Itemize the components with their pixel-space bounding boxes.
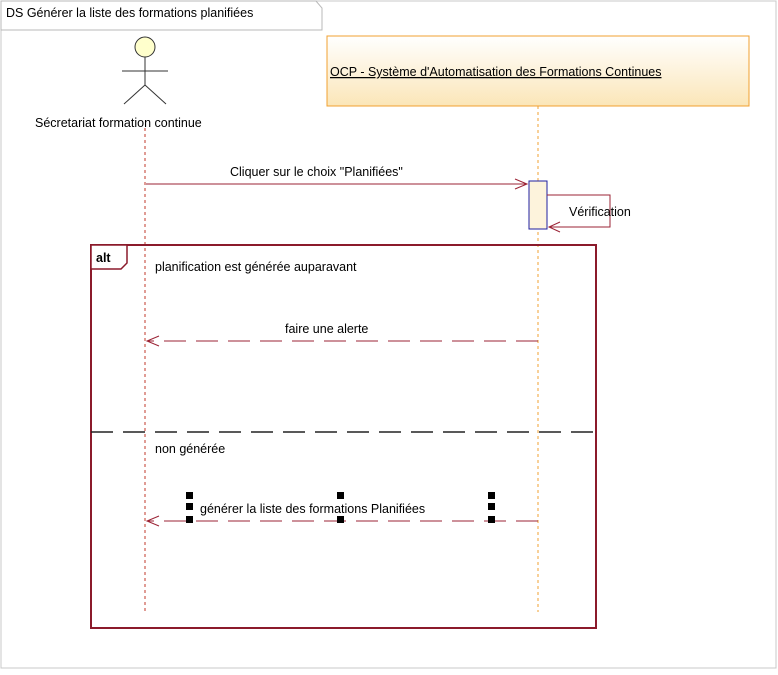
self-message-label: Vérification [569,205,631,219]
alt-operator-label: alt [96,251,111,265]
message-alert-label: faire une alerte [285,322,368,336]
diagram-title-tab [0,0,323,31]
actor-secretariat[interactable] [122,36,168,105]
alt-operator-tab [90,244,128,270]
message-1-label: Cliquer sur le choix "Planifiées" [230,165,403,179]
system-lifeline-header[interactable]: OCP - Système d'Automatisation des Forma… [326,35,750,107]
guard-1-label: planification est générée auparavant [155,260,357,274]
guard-2-label: non générée [155,442,225,456]
alt-fragment[interactable] [90,244,597,629]
message-list-label: générer la liste des formations Planifié… [200,502,425,516]
system-activation-bar[interactable] [528,180,548,230]
diagram-title: DS Générer la liste des formations plani… [6,6,253,20]
system-label: OCP - Système d'Automatisation des Forma… [330,65,661,79]
message-faire-alerte[interactable] [145,335,538,347]
self-message-verification[interactable] [547,194,611,233]
message-cliquer-planifiees[interactable] [146,178,529,190]
selection-handles[interactable] [186,492,495,523]
actor-label: Sécretariat formation continue [35,116,202,130]
actor-head-icon [134,36,156,58]
